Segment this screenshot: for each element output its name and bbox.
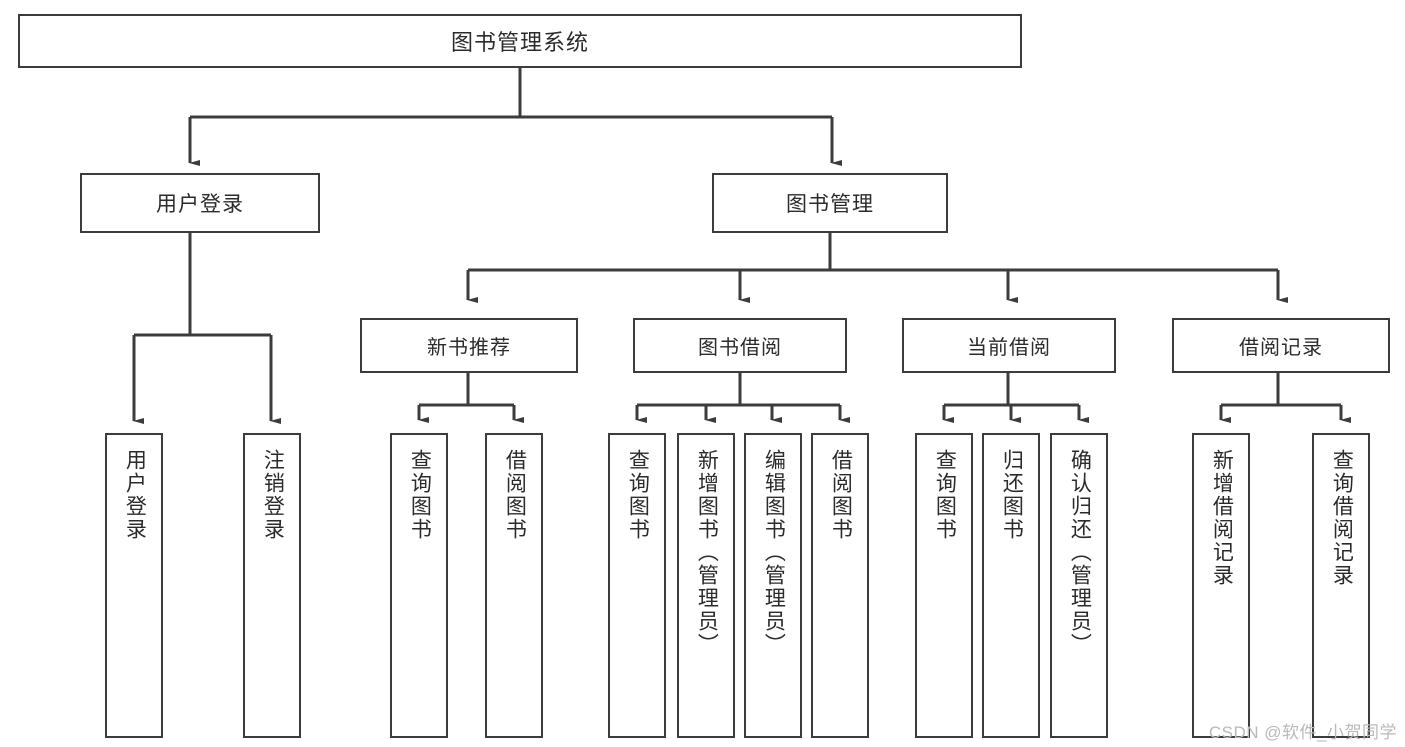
node-label: 归还图书 xyxy=(1000,449,1024,541)
leaf-current-return-book[interactable]: 归还图书 xyxy=(982,433,1040,738)
leaf-current-query-book[interactable]: 查询图书 xyxy=(915,433,973,738)
leaf-record-query-record[interactable]: 查询借阅记录 xyxy=(1312,433,1370,738)
node-label: 借阅图书 xyxy=(503,449,527,541)
node-current-borrow[interactable]: 当前借阅 xyxy=(902,318,1116,373)
leaf-recommend-borrow-book[interactable]: 借阅图书 xyxy=(485,433,543,738)
leaf-borrow-add-book[interactable]: 新增图书（管理员） xyxy=(677,433,735,738)
node-root-system[interactable]: 图书管理系统 xyxy=(18,14,1022,68)
node-book-borrow[interactable]: 图书借阅 xyxy=(633,318,847,373)
node-user-login[interactable]: 用户登录 xyxy=(80,173,320,233)
node-label: 借阅图书 xyxy=(829,449,853,541)
leaf-record-add-record[interactable]: 新增借阅记录 xyxy=(1192,433,1250,738)
node-label: 查询借阅记录 xyxy=(1330,449,1354,587)
node-label: 注销登录 xyxy=(261,449,285,541)
leaf-borrow-edit-book[interactable]: 编辑图书（管理员） xyxy=(744,433,802,738)
leaf-user-login-logout[interactable]: 注销登录 xyxy=(243,433,301,738)
node-label: 查询图书 xyxy=(408,449,432,541)
node-label: 用户登录 xyxy=(123,449,147,541)
node-label: 用户登录 xyxy=(156,193,244,216)
node-label: 新增图书（管理员） xyxy=(695,449,719,656)
node-label: 图书管理 xyxy=(786,193,874,216)
node-label: 新增借阅记录 xyxy=(1210,449,1234,587)
leaf-recommend-query-book[interactable]: 查询图书 xyxy=(390,433,448,738)
node-borrow-record[interactable]: 借阅记录 xyxy=(1172,318,1390,373)
node-label: 查询图书 xyxy=(933,449,957,541)
leaf-user-login-login[interactable]: 用户登录 xyxy=(105,433,163,738)
node-label: 图书管理系统 xyxy=(450,30,589,55)
node-label: 编辑图书（管理员） xyxy=(762,449,786,656)
leaf-current-confirm-return[interactable]: 确认归还（管理员） xyxy=(1050,433,1108,738)
node-label: 新书推荐 xyxy=(427,337,511,359)
node-book-management[interactable]: 图书管理 xyxy=(712,173,948,233)
node-label: 图书借阅 xyxy=(698,337,782,359)
node-label: 当前借阅 xyxy=(967,337,1051,359)
node-new-book-recommend[interactable]: 新书推荐 xyxy=(360,318,578,373)
watermark-text: CSDN @软件_小贺同学 xyxy=(1208,723,1397,742)
leaf-borrow-borrow-book[interactable]: 借阅图书 xyxy=(811,433,869,738)
node-label: 查询图书 xyxy=(626,449,650,541)
node-label: 借阅记录 xyxy=(1239,337,1323,359)
node-label: 确认归还（管理员） xyxy=(1068,449,1092,656)
leaf-borrow-query-book[interactable]: 查询图书 xyxy=(608,433,666,738)
